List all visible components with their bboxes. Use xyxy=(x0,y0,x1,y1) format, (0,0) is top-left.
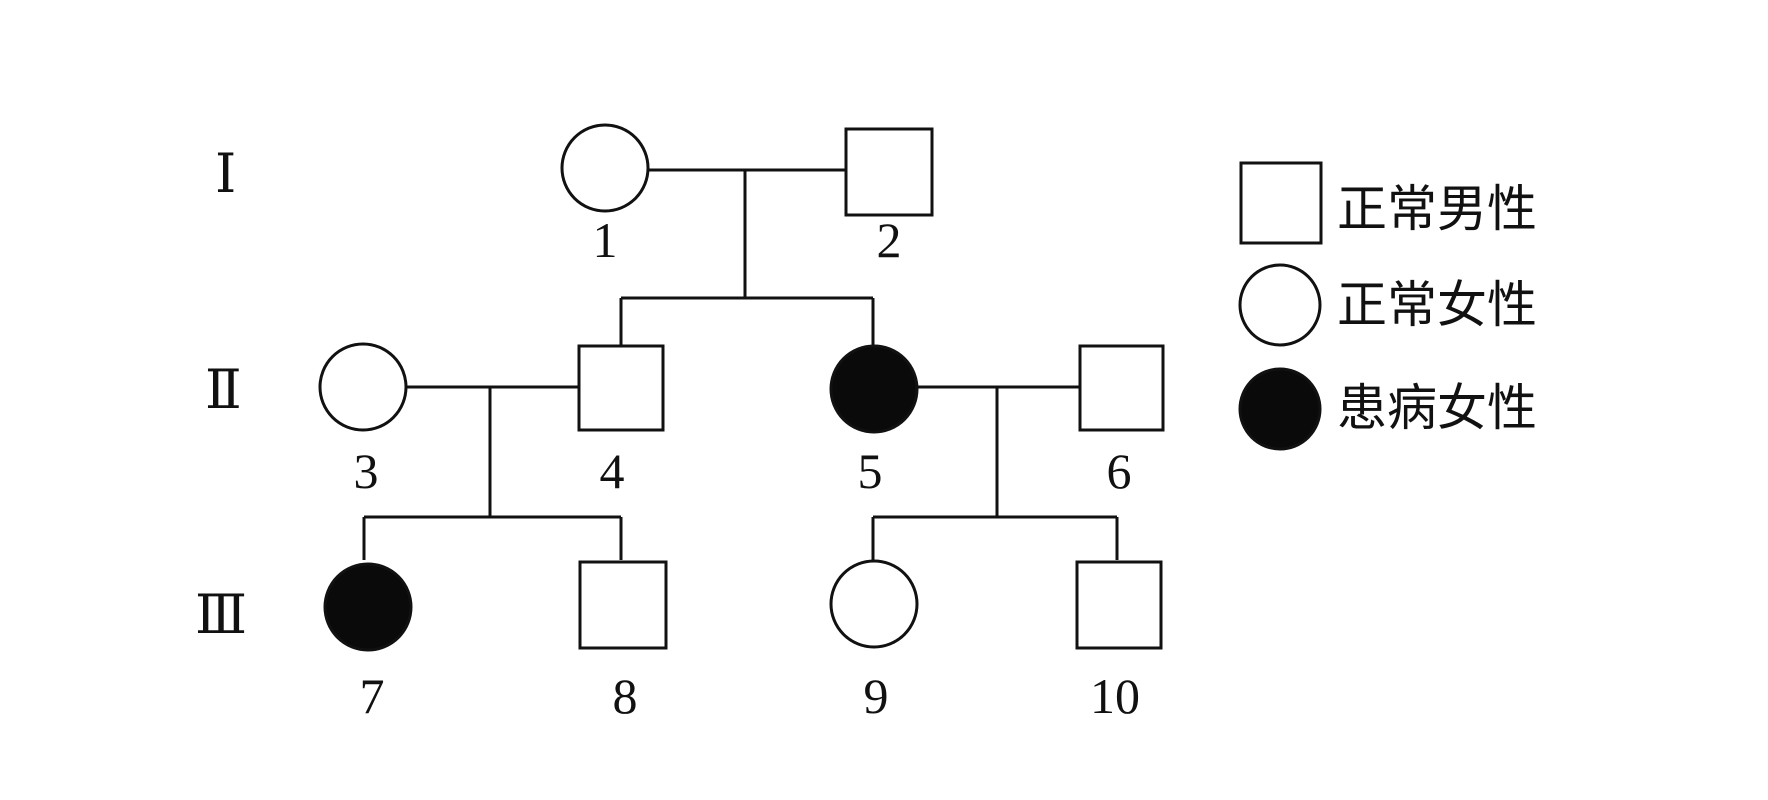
legend-normal-female-label: 正常女性 xyxy=(1337,276,1537,334)
legend-affected-female-symbol xyxy=(1238,367,1322,451)
individual-1-label: 1 xyxy=(593,212,618,268)
generation-label-III: Ⅲ xyxy=(195,585,247,645)
individual-7-label: 7 xyxy=(360,668,385,724)
individual-9-label: 9 xyxy=(864,668,889,724)
individual-1-normal-female-symbol xyxy=(560,123,650,213)
individual-2-label: 2 xyxy=(877,212,902,268)
generation-label-I: Ⅰ xyxy=(215,144,236,204)
legend-normal-male-symbol xyxy=(1239,161,1323,245)
individual-4-normal-male-symbol xyxy=(577,344,665,432)
individual-10-normal-male-symbol xyxy=(1075,560,1163,650)
generation-label-II: Ⅱ xyxy=(205,360,242,420)
individual-10-label: 10 xyxy=(1090,668,1140,724)
individual-4-label: 4 xyxy=(600,443,625,499)
individual-3-normal-female-symbol xyxy=(318,342,408,432)
individual-8-label: 8 xyxy=(613,668,638,724)
individual-6-label: 6 xyxy=(1107,443,1132,499)
legend-normal-male-label: 正常男性 xyxy=(1337,180,1537,238)
individual-3-label: 3 xyxy=(354,443,379,499)
legend: 正常男性 正常女性 患病女性 xyxy=(1238,161,1537,451)
individual-5-label: 5 xyxy=(858,443,883,499)
individual-8-normal-male-symbol xyxy=(578,560,668,650)
individual-5-affected-female-symbol xyxy=(829,344,919,434)
connection-lines xyxy=(362,168,1119,560)
legend-normal-female-symbol xyxy=(1238,263,1322,347)
individual-7-affected-female-symbol xyxy=(323,562,413,652)
legend-affected-female-label: 患病女性 xyxy=(1337,379,1537,437)
individual-2-normal-male-symbol xyxy=(844,127,934,217)
individual-9-normal-female-symbol xyxy=(829,559,919,649)
individual-6-normal-male-symbol xyxy=(1078,344,1165,432)
